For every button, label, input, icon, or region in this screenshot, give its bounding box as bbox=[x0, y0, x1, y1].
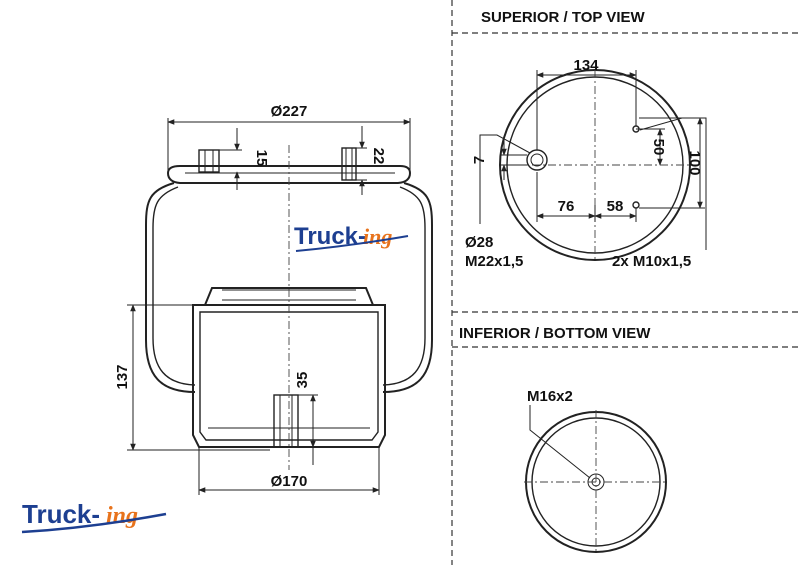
bottom-view: M16x2 bbox=[524, 388, 668, 553]
bolts-label: 2x M10x1,5 bbox=[612, 253, 691, 270]
top-bead-plate bbox=[166, 165, 412, 184]
dim-58: 58 bbox=[607, 198, 624, 215]
bottom-stud bbox=[273, 394, 299, 448]
port-thread-label: M22x1,5 bbox=[465, 253, 523, 270]
bottom-view-title: INFERIOR / BOTTOM VIEW bbox=[459, 325, 651, 342]
top-view: 134 7 50 100 76 58 Ø28 M22x1,5 2x M10x1,… bbox=[465, 57, 707, 270]
dim-diameter-227: Ø227 bbox=[271, 103, 308, 120]
bolt-hole-lower bbox=[632, 201, 640, 209]
svg-text:Truck-: Truck- bbox=[22, 499, 100, 529]
dim-50: 50 bbox=[650, 139, 667, 156]
top-stud-right bbox=[341, 147, 357, 181]
dim-15: 15 bbox=[253, 150, 270, 167]
top-stud-left bbox=[198, 149, 220, 173]
watermark-logo: Truck- ing bbox=[294, 223, 409, 252]
bolts-leader bbox=[639, 117, 707, 250]
svg-text:Truck-: Truck- bbox=[294, 223, 366, 250]
port-leader bbox=[479, 134, 531, 224]
bottom-thread-label: M16x2 bbox=[527, 388, 573, 405]
dim-137: 137 bbox=[114, 364, 131, 389]
brand-logo: Truck- ing bbox=[21, 499, 167, 534]
bellows-left bbox=[145, 182, 196, 393]
bottom-thread-leader bbox=[529, 405, 591, 479]
side-view: Ø227 15 22 137 35 Ø170 Truck- ing bbox=[114, 103, 433, 495]
dim-diameter-170: Ø170 bbox=[271, 473, 308, 490]
dim-22: 22 bbox=[370, 148, 387, 165]
dim-134: 134 bbox=[573, 57, 599, 74]
piston-cap bbox=[204, 287, 374, 306]
bellows-right bbox=[382, 182, 433, 393]
dim-76: 76 bbox=[558, 198, 575, 215]
svg-text:ing: ing bbox=[106, 503, 138, 529]
dim-35: 35 bbox=[294, 372, 311, 389]
svg-text:ing: ing bbox=[363, 224, 392, 249]
dim-100: 100 bbox=[686, 150, 703, 175]
port-diameter-label: Ø28 bbox=[465, 234, 493, 251]
top-view-title: SUPERIOR / TOP VIEW bbox=[481, 9, 645, 26]
